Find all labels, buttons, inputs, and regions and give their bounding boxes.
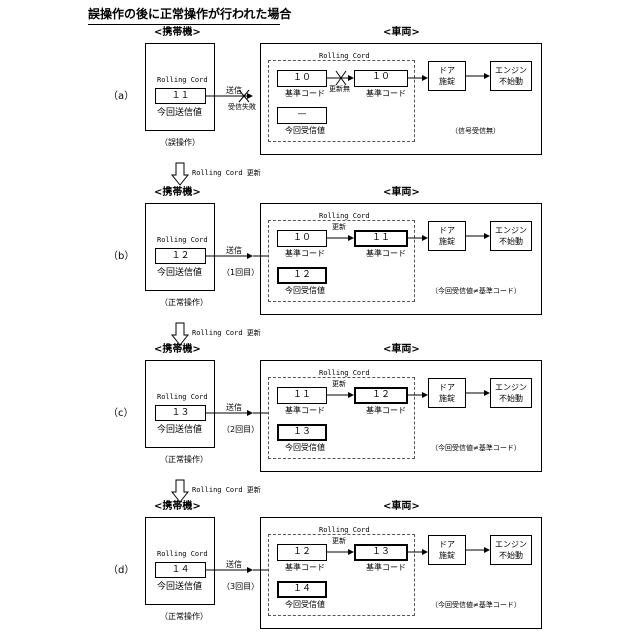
door-to-engine-arrow-head bbox=[484, 390, 490, 396]
send-arrow-head bbox=[247, 410, 253, 416]
update-hollow-arrow bbox=[172, 163, 188, 185]
send-arrow-head bbox=[247, 567, 253, 573]
update-hollow-arrow bbox=[172, 323, 188, 345]
update-arrow-head bbox=[348, 235, 354, 241]
base-to-door-arrow-head bbox=[422, 75, 428, 81]
no-update-head bbox=[348, 75, 354, 81]
base-to-door-arrow-head bbox=[422, 549, 428, 555]
update-arrow-head bbox=[348, 392, 354, 398]
update-hollow-arrow bbox=[172, 480, 188, 502]
update-arrow-head bbox=[348, 549, 354, 555]
door-to-engine-arrow-head bbox=[484, 233, 490, 239]
base-to-door-arrow-head bbox=[422, 392, 428, 398]
send-arrow-head bbox=[247, 253, 253, 259]
door-to-engine-arrow-head bbox=[484, 73, 490, 79]
door-to-engine-arrow-head bbox=[484, 547, 490, 553]
send-arrow-head bbox=[247, 93, 253, 99]
base-to-door-arrow-head bbox=[422, 235, 428, 241]
